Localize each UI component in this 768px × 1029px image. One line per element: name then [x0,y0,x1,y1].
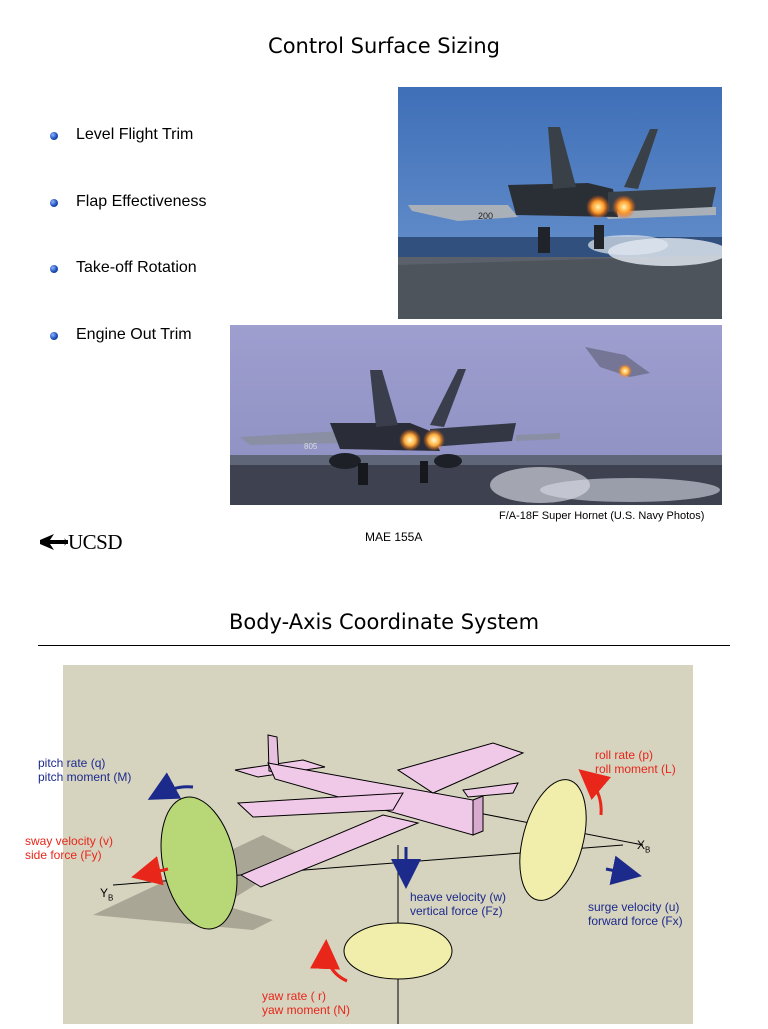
surge-velocity-label: surge velocity (u) [588,900,680,914]
bullet-label: Flap Effectiveness [76,193,207,210]
bullet-label: Level Flight Trim [76,126,194,143]
slide-title-body-axis: Body-Axis Coordinate System [228,610,540,634]
trident-icon [40,534,68,550]
x-axis-letter: X [637,838,646,852]
title-divider [38,645,730,646]
jet-takeoff-photo-bottom: 805 [230,325,722,505]
vertical-force-label: vertical force (Fz) [410,904,503,918]
roll-rate-label: roll rate (p) [595,748,654,762]
pitch-label: pitch rate (q) pitch moment (M) [38,756,131,784]
jet-takeoff-photo-top: 200 [398,87,722,319]
bullet-label: Take-off Rotation [76,259,197,276]
ucsd-logo: UCSD [40,530,140,554]
pitch-rate-label: pitch rate (q) [38,756,106,770]
y-axis-label: YB [100,886,113,905]
bullet-icon [50,199,58,207]
logo-text: UCSD [68,530,123,554]
forward-force-label: forward force (Fx) [588,914,683,928]
jet-illustration: 805 [230,325,722,505]
jet-illustration: 200 [398,87,722,319]
coordinate-diagram [63,665,693,1024]
yaw-rate-label: yaw rate ( r) [262,989,327,1003]
x-axis-label: XB [637,838,650,857]
photo-caption: F/A-18F Super Hornet (U.S. Navy Photos) [499,510,705,522]
roll-moment-label: roll moment (L) [595,762,676,776]
pitch-moment-label: pitch moment (M) [38,770,132,784]
slide-title-control-surface: Control Surface Sizing [268,34,500,58]
course-label: MAE 155A [365,530,423,544]
tail-number: 805 [304,442,318,451]
tail-number: 200 [478,211,493,221]
roll-label: roll rate (p) roll moment (L) [595,748,676,776]
heave-label: heave velocity (w) vertical force (Fz) [410,890,506,918]
sway-velocity-label: sway velocity (v) [25,834,114,848]
bullet-label: Engine Out Trim [76,326,192,343]
y-axis-subscript: B [108,893,114,903]
sway-label: sway velocity (v) side force (Fy) [25,834,113,862]
bullet-icon [50,265,58,273]
heave-velocity-label: heave velocity (w) [410,890,507,904]
yaw-label: yaw rate ( r) yaw moment (N) [262,989,350,1017]
aircraft-axes-illustration [93,734,644,1024]
y-axis-letter: Y [100,886,109,900]
side-force-label: side force (Fy) [25,848,102,862]
bullet-icon [50,332,58,340]
yaw-moment-label: yaw moment (N) [262,1003,351,1017]
bullet-icon [50,132,58,140]
surge-label: surge velocity (u) forward force (Fx) [588,900,683,928]
x-axis-subscript: B [645,845,651,855]
